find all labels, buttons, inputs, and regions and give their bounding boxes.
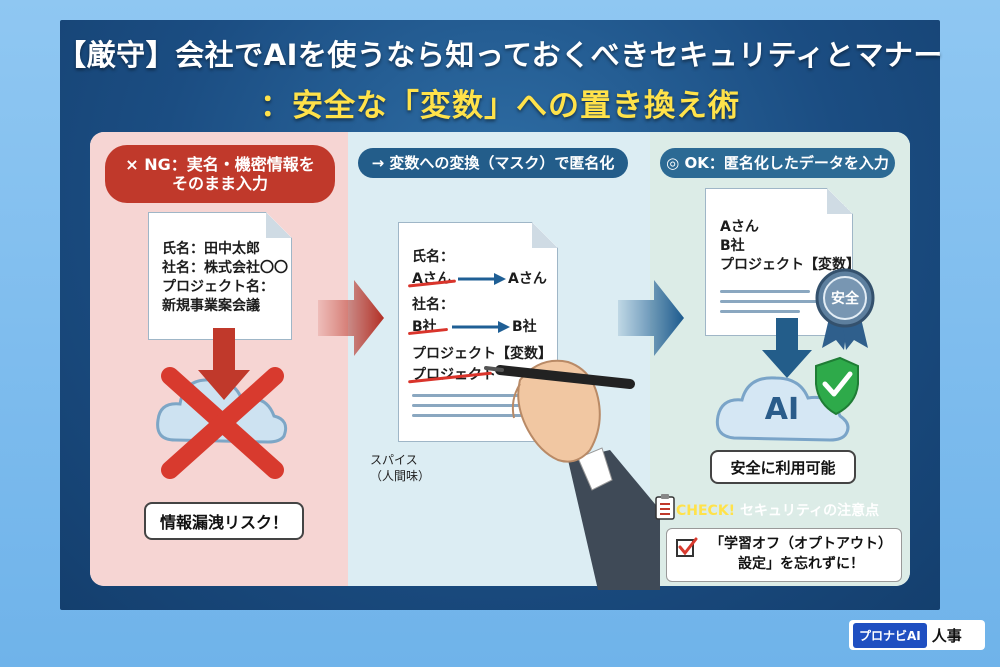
hand-pen-icon [484,359,660,590]
safe-use-bubble: 安全に利用可能 [710,450,856,484]
mask-name-label: 氏名： [412,249,454,265]
ng-document [148,212,292,340]
check-text-line-2: 設定」を忘れずに！ [738,556,864,572]
ng-doc-line: プロジェクト名： [162,279,274,295]
brand-badge[interactable]: プロナビAI 人事 [849,620,985,650]
ng-document-text: 氏名：田中太郎 社名：株式会社〇〇 プロジェクト名： 新規事業案会議 [162,240,288,316]
ng-header: × NG：実名・機密情報を そのまま入力 [105,145,335,203]
mask-company-after: B社 [512,319,537,335]
ok-cloud-label: AI [764,392,800,427]
flow-arrow-blue-icon [618,280,684,356]
spice-line-1: スパイス [370,453,418,467]
checkbox-icon [676,537,698,557]
check-prefix: CHECK! [676,503,736,519]
doc-line [720,300,820,303]
ng-doc-line: 社名：株式会社〇〇 [162,260,288,276]
ng-document-fold [266,212,292,238]
brand-suffix: 人事 [931,626,962,645]
check-box [666,528,902,582]
doc-line [412,414,522,417]
ok-header: ◎ OK：匿名化したデータを入力 [660,148,895,178]
ng-graphics [156,328,288,479]
doc-line [720,290,810,293]
ng-header-line-1: × NG：実名・機密情報を [125,154,315,174]
ng-header-line-2: そのまま入力 [171,174,268,193]
check-text-line-1: 「学習オフ（オプトアウト） [710,536,892,552]
brand-logo: プロナビAI [853,622,927,648]
ok-document-text: Aさん B社 プロジェクト【変数】 [720,218,860,275]
check-title-text: セキュリティの注意点 [739,503,880,519]
ng-down-arrow-icon [198,328,250,400]
spice-line-2: （人間味） [370,469,431,483]
safe-seal-icon [815,268,875,350]
ok-doc-line: プロジェクト【変数】 [720,257,860,273]
mask-company-arrow-icon [452,321,510,333]
flow-arrow-red-icon [318,280,384,356]
clipboard-icon [655,494,675,520]
ng-doc-line: 新規事業案会議 [162,298,260,314]
ok-document-fold [827,188,853,214]
mask-project-new: プロジェクト【変数】 [412,346,552,362]
mask-name-arrow-icon [458,273,506,285]
ng-doc-line: 氏名：田中太郎 [162,241,260,257]
ok-check-shield-icon [815,356,859,416]
title-line-2: ：安全な「変数」への置き換え術 [260,88,740,124]
mask-company-label: 社名： [412,297,454,313]
ok-down-arrow-icon [762,318,812,378]
title-line-1: 【厳守】会社でAIを使うなら知っておくべきセキュリティとマナー [57,38,943,72]
mask-document-fold [532,222,558,248]
mask-name-after: Aさん [508,271,547,287]
doc-line [720,310,800,313]
mask-header: → 変数への変換（マスク）で匿名化 [358,148,628,178]
check-text: 「学習オフ（オプトアウト） 設定」を忘れずに！ [706,534,896,574]
ok-doc-line: B社 [720,238,745,254]
spice-note: スパイス （人間味） [370,452,430,484]
doc-line [412,404,542,407]
ng-cross-icon [161,367,284,479]
doc-line [412,394,532,397]
ok-cloud-icon [715,376,850,442]
check-title: CHECK! セキュリティの注意点 [676,500,879,520]
risk-bubble: 情報漏洩リスク！ [144,502,304,540]
ok-doc-line: Aさん [720,219,759,235]
safe-seal-label: 安全 [831,291,859,307]
ok-graphics [715,318,859,442]
